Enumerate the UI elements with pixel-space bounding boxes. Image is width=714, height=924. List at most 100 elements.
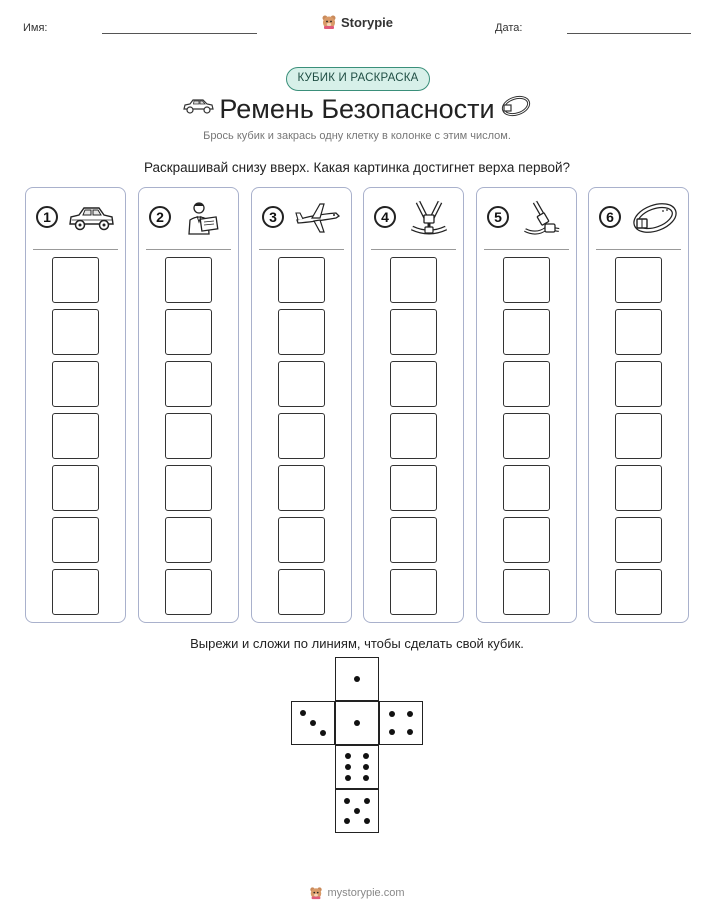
color-cell[interactable] xyxy=(165,361,212,407)
color-cell[interactable] xyxy=(615,413,662,459)
color-cell[interactable] xyxy=(503,361,550,407)
pip xyxy=(354,676,360,682)
color-cell[interactable] xyxy=(52,413,99,459)
pip xyxy=(345,753,351,759)
die-face-1-center xyxy=(335,701,379,745)
bear-mascot-icon xyxy=(322,15,336,29)
column-divider xyxy=(596,249,681,250)
pip xyxy=(389,711,395,717)
color-cell[interactable] xyxy=(503,465,550,511)
color-cell[interactable] xyxy=(390,517,437,563)
color-cell[interactable] xyxy=(503,257,550,303)
pip xyxy=(354,720,360,726)
color-cell[interactable] xyxy=(165,413,212,459)
pip xyxy=(310,720,316,726)
column-divider xyxy=(33,249,118,250)
color-cell[interactable] xyxy=(615,361,662,407)
die-face-3 xyxy=(291,701,335,745)
pip xyxy=(363,753,369,759)
pip xyxy=(344,818,350,824)
color-cell[interactable] xyxy=(52,361,99,407)
date-line xyxy=(567,33,691,34)
instruction: Раскрашивай снизу вверх. Какая картинка … xyxy=(143,160,571,175)
seatbelt-buckle-icon xyxy=(524,200,560,235)
color-cell[interactable] xyxy=(278,309,325,355)
column-2: 2 xyxy=(138,187,239,623)
car-icon xyxy=(69,207,114,231)
color-cell[interactable] xyxy=(278,517,325,563)
color-cell[interactable] xyxy=(503,569,550,615)
column-5: 5 xyxy=(476,187,577,623)
color-cell[interactable] xyxy=(278,413,325,459)
color-cell[interactable] xyxy=(52,465,99,511)
pip xyxy=(364,798,370,804)
color-cell[interactable] xyxy=(278,361,325,407)
pip xyxy=(345,764,351,770)
footer-url[interactable]: mystorypie.com xyxy=(327,887,405,899)
column-number: 1 xyxy=(36,206,58,228)
color-cell[interactable] xyxy=(52,569,99,615)
color-cell[interactable] xyxy=(165,257,212,303)
color-cell[interactable] xyxy=(165,309,212,355)
color-cell[interactable] xyxy=(503,309,550,355)
car-seat-harness-icon xyxy=(410,200,448,235)
date-label: Дата: xyxy=(495,22,523,34)
color-cell[interactable] xyxy=(278,465,325,511)
subtitle: Брось кубик и закрась одну клетку в коло… xyxy=(203,130,511,142)
column-divider xyxy=(371,249,456,250)
brand-name: Storypie xyxy=(340,14,393,30)
color-cell[interactable] xyxy=(390,361,437,407)
color-cell[interactable] xyxy=(165,465,212,511)
color-cell[interactable] xyxy=(615,257,662,303)
column-4: 4 xyxy=(363,187,464,623)
die-face-1 xyxy=(335,657,379,701)
pip xyxy=(300,710,306,716)
color-cell[interactable] xyxy=(165,517,212,563)
color-cell[interactable] xyxy=(390,413,437,459)
cut-instruction: Вырежи и сложи по линиям, чтобы сделать … xyxy=(190,636,524,651)
color-cell[interactable] xyxy=(52,257,99,303)
column-number: 6 xyxy=(599,206,621,228)
die-face-4 xyxy=(379,701,423,745)
pip xyxy=(345,775,351,781)
column-divider xyxy=(146,249,231,250)
pip xyxy=(363,775,369,781)
column-divider xyxy=(484,249,569,250)
die-face-6 xyxy=(335,745,379,789)
pip xyxy=(354,808,360,814)
page-title: Ремень Безопасности xyxy=(219,94,495,124)
column-3: 3 xyxy=(251,187,352,623)
color-cell[interactable] xyxy=(615,517,662,563)
column-6: 6 xyxy=(588,187,689,623)
color-cell[interactable] xyxy=(615,569,662,615)
color-cell[interactable] xyxy=(503,413,550,459)
pip xyxy=(389,729,395,735)
color-cell[interactable] xyxy=(390,309,437,355)
bear-mascot-icon xyxy=(310,887,323,900)
color-cell[interactable] xyxy=(390,257,437,303)
name-line xyxy=(102,33,257,34)
color-cell[interactable] xyxy=(503,517,550,563)
pip xyxy=(344,798,350,804)
column-divider xyxy=(259,249,344,250)
color-cell[interactable] xyxy=(165,569,212,615)
car-icon xyxy=(183,99,214,114)
color-cell[interactable] xyxy=(390,465,437,511)
belt-icon xyxy=(633,203,677,233)
airplane-icon xyxy=(295,203,341,233)
person-reading-icon xyxy=(188,202,219,235)
pip xyxy=(364,818,370,824)
color-cell[interactable] xyxy=(615,465,662,511)
color-cell[interactable] xyxy=(278,569,325,615)
column-number: 5 xyxy=(487,206,509,228)
color-cell[interactable] xyxy=(52,309,99,355)
pip xyxy=(320,730,326,736)
activity-badge: КУБИК И РАСКРАСКА xyxy=(286,67,430,91)
brand-logo: Storypie xyxy=(0,14,714,30)
color-cell[interactable] xyxy=(52,517,99,563)
color-cell[interactable] xyxy=(615,309,662,355)
color-cell[interactable] xyxy=(390,569,437,615)
pip xyxy=(407,711,413,717)
color-cell[interactable] xyxy=(278,257,325,303)
name-label: Имя: xyxy=(23,22,48,34)
